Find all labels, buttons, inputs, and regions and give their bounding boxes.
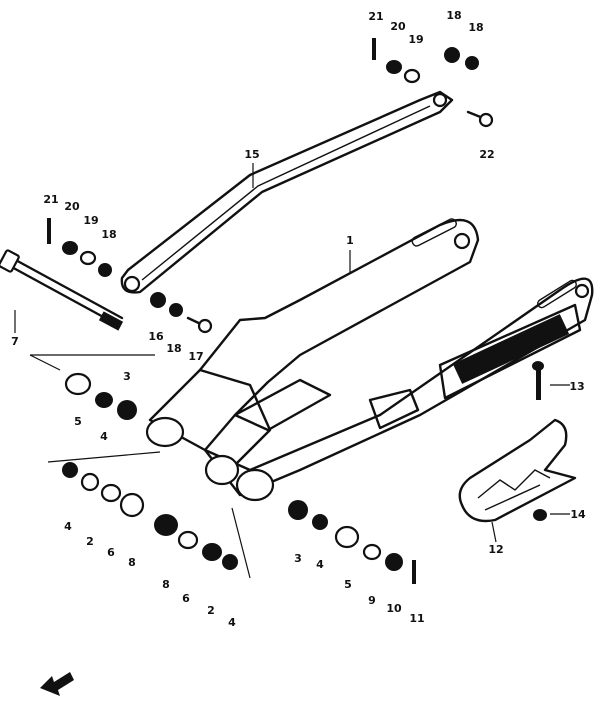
callout-4c: 4: [228, 616, 236, 629]
callout-18c: 18: [101, 228, 116, 241]
callout-12: 12: [488, 543, 503, 556]
torque-link-15: [120, 90, 454, 294]
callout-21a: 21: [368, 10, 383, 23]
callout-8b: 8: [162, 578, 170, 591]
callout-8a: 8: [128, 556, 136, 569]
callout-11: 11: [409, 612, 424, 625]
callout-16: 16: [148, 330, 164, 343]
callout-18d: 18: [166, 342, 181, 355]
callout-leaders: [14, 163, 570, 543]
callout-19b: 19: [83, 214, 98, 227]
callout-19a: 19: [408, 33, 423, 46]
assembly-lines: [29, 354, 251, 579]
callout-18b: 18: [468, 21, 483, 34]
callout-5b: 5: [344, 578, 352, 591]
callout-: 7: [11, 335, 19, 348]
callout-4d: 4: [316, 558, 324, 571]
callout-9: 9: [368, 594, 376, 607]
callout-2a: 2: [86, 535, 94, 548]
callout-18a: 18: [446, 9, 461, 22]
callout-4a: 4: [100, 430, 108, 443]
callout-17: 17: [188, 350, 203, 363]
swingarm-1: [145, 218, 594, 502]
callout-20a: 20: [390, 20, 406, 33]
axle-7: [0, 249, 124, 331]
callout-1: 1: [346, 234, 354, 247]
callout-4b: 4: [64, 520, 72, 533]
callout-3a: 3: [123, 370, 131, 383]
callout-15: 15: [244, 148, 259, 161]
callout-14: 14: [570, 508, 586, 521]
callout-22: 22: [479, 148, 494, 161]
callout-6b: 6: [182, 592, 190, 605]
hardware: [47, 38, 547, 584]
callout-6a: 6: [107, 546, 115, 559]
callout-20b: 20: [64, 200, 80, 213]
callout-10: 10: [386, 602, 402, 615]
callout-5a: 5: [74, 415, 82, 428]
callout-21b: 21: [43, 193, 58, 206]
callout-labels: 1 7 15 21 20 19 18 18 22 21 20 19 18 16 …: [11, 9, 586, 629]
callout-13: 13: [569, 380, 584, 393]
callout-2b: 2: [207, 604, 215, 617]
chain-guide-12: [458, 418, 577, 523]
front-direction-arrow-icon: [40, 672, 74, 696]
callout-3b: 3: [294, 552, 302, 565]
